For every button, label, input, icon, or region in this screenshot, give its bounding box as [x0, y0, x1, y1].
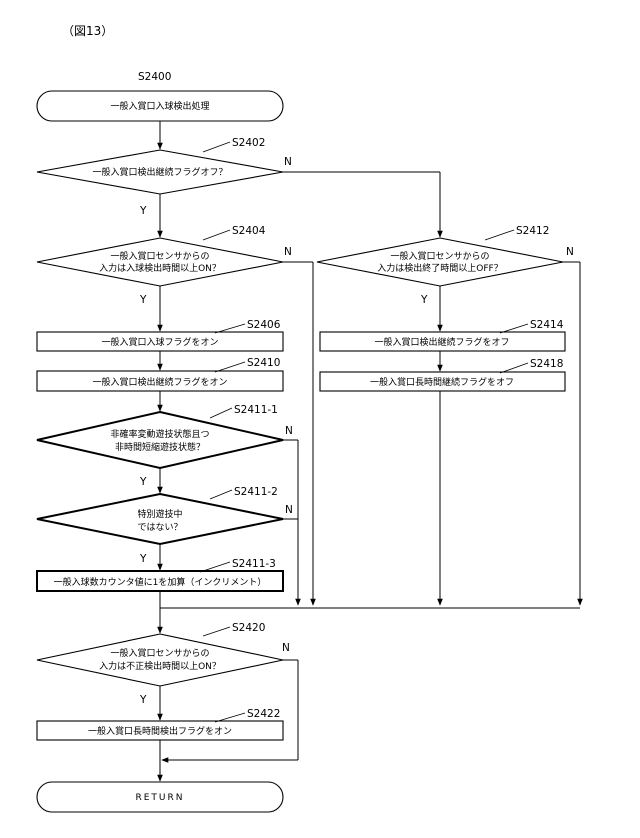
decision-s2404-line-2: 入力は入球検出時間以上ON？	[99, 262, 221, 274]
s2404-no-label: N	[284, 246, 292, 258]
step-id-s2410: S2410	[247, 357, 280, 369]
step-id-s2414: S2414	[530, 319, 564, 331]
decision-s2420-line-1: 一般入賞口センサからの	[110, 647, 209, 659]
step-id-s2412: S2412	[516, 225, 549, 237]
step-id-s2411-1: S2411-1	[234, 404, 278, 416]
process-s2406-label: 一般入賞口入球フラグをオン	[101, 336, 218, 348]
s2411-2-yes-label: Y	[139, 553, 147, 565]
process-s2410-label: 一般入賞口検出継続フラグをオン	[92, 376, 227, 388]
decision-s2411-1-line-1: 非確率変動遊技状態且つ	[110, 428, 209, 440]
figure-label: （図13）	[62, 24, 113, 38]
s2402-yes-label: Y	[139, 205, 147, 217]
process-s2422-label: 一般入賞口長時間検出フラグをオン	[88, 725, 232, 737]
step-id-s2420: S2420	[232, 622, 265, 634]
decision-s2411-2-line-2: ではない？	[137, 522, 182, 533]
step-id-s2411-3: S2411-3	[232, 558, 276, 570]
decision-s2404	[37, 238, 283, 286]
s2411-2-no-label: N	[285, 504, 293, 516]
start-label: 一般入賞口入球検出処理	[110, 100, 209, 112]
decision-s2411-1-line-2: 非時間短縮遊技状態？	[115, 441, 205, 453]
s2402-no-label: N	[284, 156, 292, 168]
process-s2418-label: 一般入賞口長時間継続フラグをオフ	[370, 376, 514, 388]
decision-s2411-1	[37, 412, 283, 468]
s2411-1-no-label: N	[285, 425, 293, 437]
step-id-s2402: S2402	[232, 137, 265, 149]
decision-s2404-line-1: 一般入賞口センサからの	[110, 250, 209, 262]
process-s2411-3-label: 一般入球数カウンタ値に1を加算（インクリメント）	[54, 576, 267, 588]
decision-s2412-line-2: 入力は検出終了時間以上OFF？	[377, 262, 502, 274]
step-id-s2400: S2400	[138, 71, 171, 83]
return-label: RETURN	[135, 793, 184, 803]
step-id-s2411-2: S2411-2	[234, 486, 278, 498]
decision-s2402-line-1: 一般入賞口検出継続フラグオフ？	[92, 166, 227, 178]
s2420-no-label: N	[282, 642, 290, 654]
step-id-s2418: S2418	[530, 358, 563, 370]
decision-s2411-2-line-1: 特別遊技中	[137, 508, 182, 520]
step-id-s2404: S2404	[232, 225, 266, 237]
s2411-1-yes-label: Y	[139, 476, 147, 488]
process-s2414-label: 一般入賞口検出継続フラグをオフ	[374, 336, 509, 348]
s2404-yes-label: Y	[139, 294, 147, 306]
decision-s2420-line-2: 入力は不正検出時間以上ON？	[99, 660, 221, 672]
decision-s2412-line-1: 一般入賞口センサからの	[390, 250, 489, 262]
step-id-s2406: S2406	[247, 319, 281, 331]
s2412-no-label: N	[566, 246, 574, 258]
decision-s2420	[37, 634, 283, 686]
s2420-yes-label: Y	[139, 694, 147, 706]
step-id-s2422: S2422	[247, 708, 280, 720]
decision-s2412	[317, 238, 563, 286]
s2412-yes-label: Y	[420, 294, 428, 306]
